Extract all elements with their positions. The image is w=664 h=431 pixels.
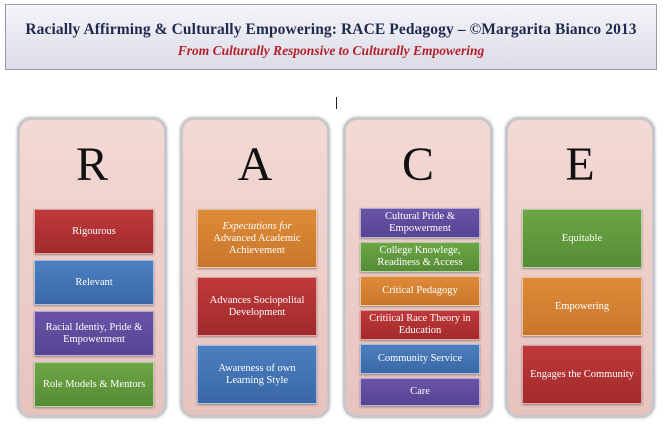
item-sociopolitical-development: Advances Sociopolital Development (197, 277, 317, 336)
item-racial-identity: Racial Identiy, Pride & Empowerment (34, 311, 154, 356)
item-critical-pedagogy: Critical Pedagogy (360, 276, 480, 306)
item-role-models: Role Models & Mentors (34, 362, 154, 407)
item-engages-community: Engages the Community (522, 345, 642, 404)
column-letter-r: R (75, 138, 108, 191)
item-advanced-academic-achievement: Expectations for Advanced Academic Achie… (197, 209, 317, 268)
item-critical-race-theory: Critiical Race Theory in Education (360, 310, 480, 340)
item-relevant: Relevant (34, 260, 154, 305)
column-c: C Cultural Pride & Empowerment College K… (343, 117, 493, 418)
column-e: E Equitable Empowering Engages the Commu… (505, 117, 655, 418)
column-letter-a: A (237, 138, 273, 191)
page-title: Racially Affirming & Culturally Empoweri… (25, 21, 637, 38)
title-banner: Racially Affirming & Culturally Empoweri… (5, 4, 657, 70)
column-letter-e: E (565, 138, 595, 191)
column-letter-c: C (401, 138, 434, 191)
column-a: A Expectations for Advanced Academic Ach… (180, 117, 330, 418)
item-equitable: Equitable (522, 209, 642, 268)
text-cursor (336, 97, 337, 109)
column-r: R Rigourous Relevant Racial Identiy, Pri… (17, 117, 167, 418)
item-college-knowledge: College Knowlege, Readiness & Access (360, 242, 480, 272)
item-learning-style: Awareness of own Learning Style (197, 345, 317, 404)
item-rigourous: Rigourous (34, 209, 154, 254)
item-cultural-pride: Cultural Pride & Empowerment (360, 208, 480, 238)
item-community-service: Community Service (360, 344, 480, 374)
item-care: Care (360, 378, 480, 406)
page-subtitle: From Culturally Responsive to Culturally… (177, 43, 485, 58)
item-empowering: Empowering (522, 277, 642, 336)
